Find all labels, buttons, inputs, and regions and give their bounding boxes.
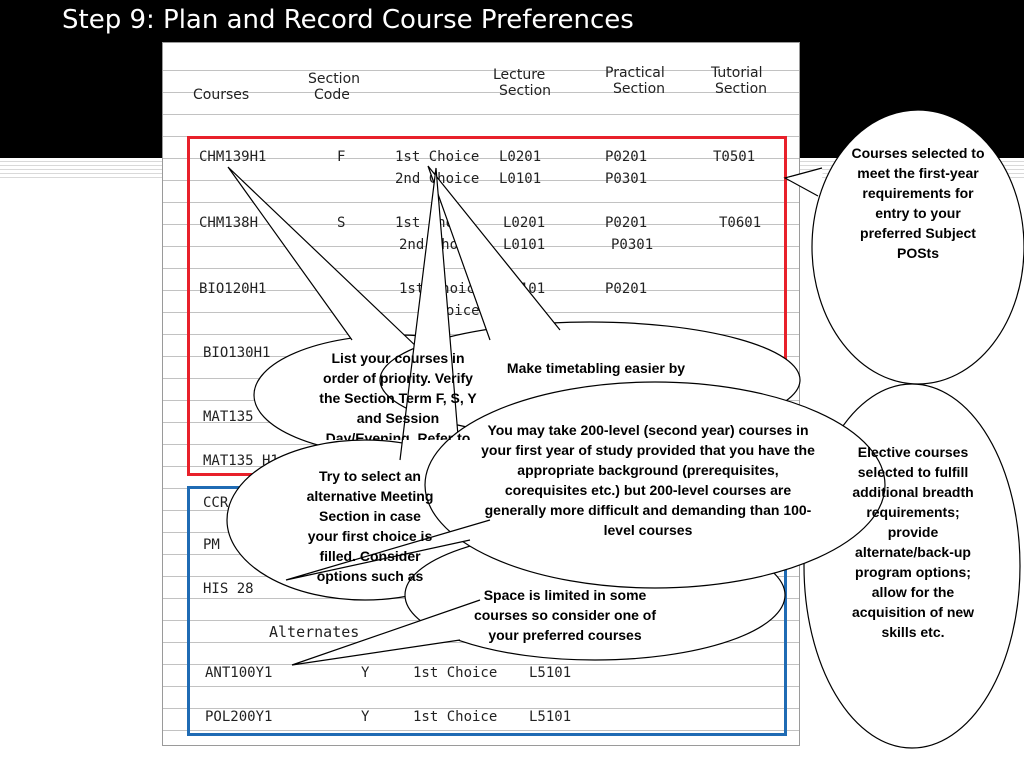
choice-label: 2nd Cho xyxy=(399,237,459,253)
course-code: HIS 28 xyxy=(203,581,254,597)
lecture-section: L5101 xyxy=(529,665,572,681)
header-section-code-line2: Code xyxy=(314,87,350,103)
course-code: POL200Y1 xyxy=(205,709,273,725)
course-code: BIO130H1 xyxy=(203,345,271,361)
callout-right-top-text: Courses selected to meet the first-year … xyxy=(851,145,985,261)
header-lecture-line1: Lecture xyxy=(493,67,546,83)
course-code: CHM138H xyxy=(199,215,259,231)
lecture-section: L0201 xyxy=(503,215,546,231)
alternates-label: Alternates xyxy=(269,623,360,641)
header-tutorial-line1: Tutorial xyxy=(711,65,763,81)
practical-section: P0201 xyxy=(605,215,648,231)
section-code: Y xyxy=(361,665,370,681)
practical-section: P0201 xyxy=(605,281,648,297)
choice-label: 1st Choice xyxy=(399,281,484,297)
choice-label: 1st Choice xyxy=(413,665,498,681)
lecture-section: L0101 xyxy=(499,171,542,187)
header-practical-section: Practical Section xyxy=(605,65,665,97)
header-lecture-line2: Section xyxy=(499,83,552,99)
practical-section: P0301 xyxy=(605,171,648,187)
slide-title: Step 9: Plan and Record Course Preferenc… xyxy=(62,5,634,35)
section-code: F xyxy=(337,149,346,165)
practical-section: P0301 xyxy=(611,237,654,253)
practical-section: P0201 xyxy=(605,149,648,165)
choice-label: Choice xyxy=(429,303,480,319)
header-tutorial-section: Tutorial Section xyxy=(711,65,767,97)
course-code: PM xyxy=(203,537,220,553)
course-code: MAT135 xyxy=(203,409,254,425)
header-lecture-section: Lecture Section xyxy=(493,67,551,99)
callout-list-text: List your courses in order of priority. … xyxy=(319,350,477,440)
callout-space-limited-text: Space is limited in some courses so cons… xyxy=(473,587,657,643)
course-code: MAT135 H1 xyxy=(203,453,279,469)
header-practical-line2: Section xyxy=(613,81,666,97)
section-code: Y xyxy=(361,709,370,725)
lecture-section: L0201 xyxy=(499,149,542,165)
lecture-section: L0101 xyxy=(503,281,546,297)
header-practical-line1: Practical xyxy=(605,65,665,81)
header-tutorial-line2: Section xyxy=(715,81,768,97)
header-section-code-line1: Section xyxy=(308,71,361,87)
header-section-code: Section Code xyxy=(308,71,360,103)
lecture-section: L0101 xyxy=(503,237,546,253)
choice-label: 1st Choice xyxy=(395,149,480,165)
course-code: CCR xyxy=(203,495,229,511)
tutorial-section: T0601 xyxy=(719,215,762,231)
callout-try-select-text: Try to select an alternative Meeting Sec… xyxy=(306,468,434,584)
section-code: S xyxy=(337,215,346,231)
choice-label: 1st Cho xyxy=(395,215,455,231)
callout-right-bottom-text: Elective courses selected to fulfill add… xyxy=(851,444,975,640)
choice-label: 1st Choice xyxy=(413,709,498,725)
choice-label: 2nd Choice xyxy=(395,171,480,187)
callout-timetabling-text: Make timetabling easier by scheduling fi… xyxy=(506,360,686,376)
course-code: BIO120H1 xyxy=(199,281,267,297)
callout-main-text: You may take 200-level (second year) cou… xyxy=(481,422,815,538)
header-courses: Courses xyxy=(193,87,250,103)
lecture-section: L5101 xyxy=(529,709,572,725)
course-code: CHM139H1 xyxy=(199,149,267,165)
course-code: ANT100Y1 xyxy=(205,665,273,681)
tutorial-section: T0501 xyxy=(713,149,756,165)
